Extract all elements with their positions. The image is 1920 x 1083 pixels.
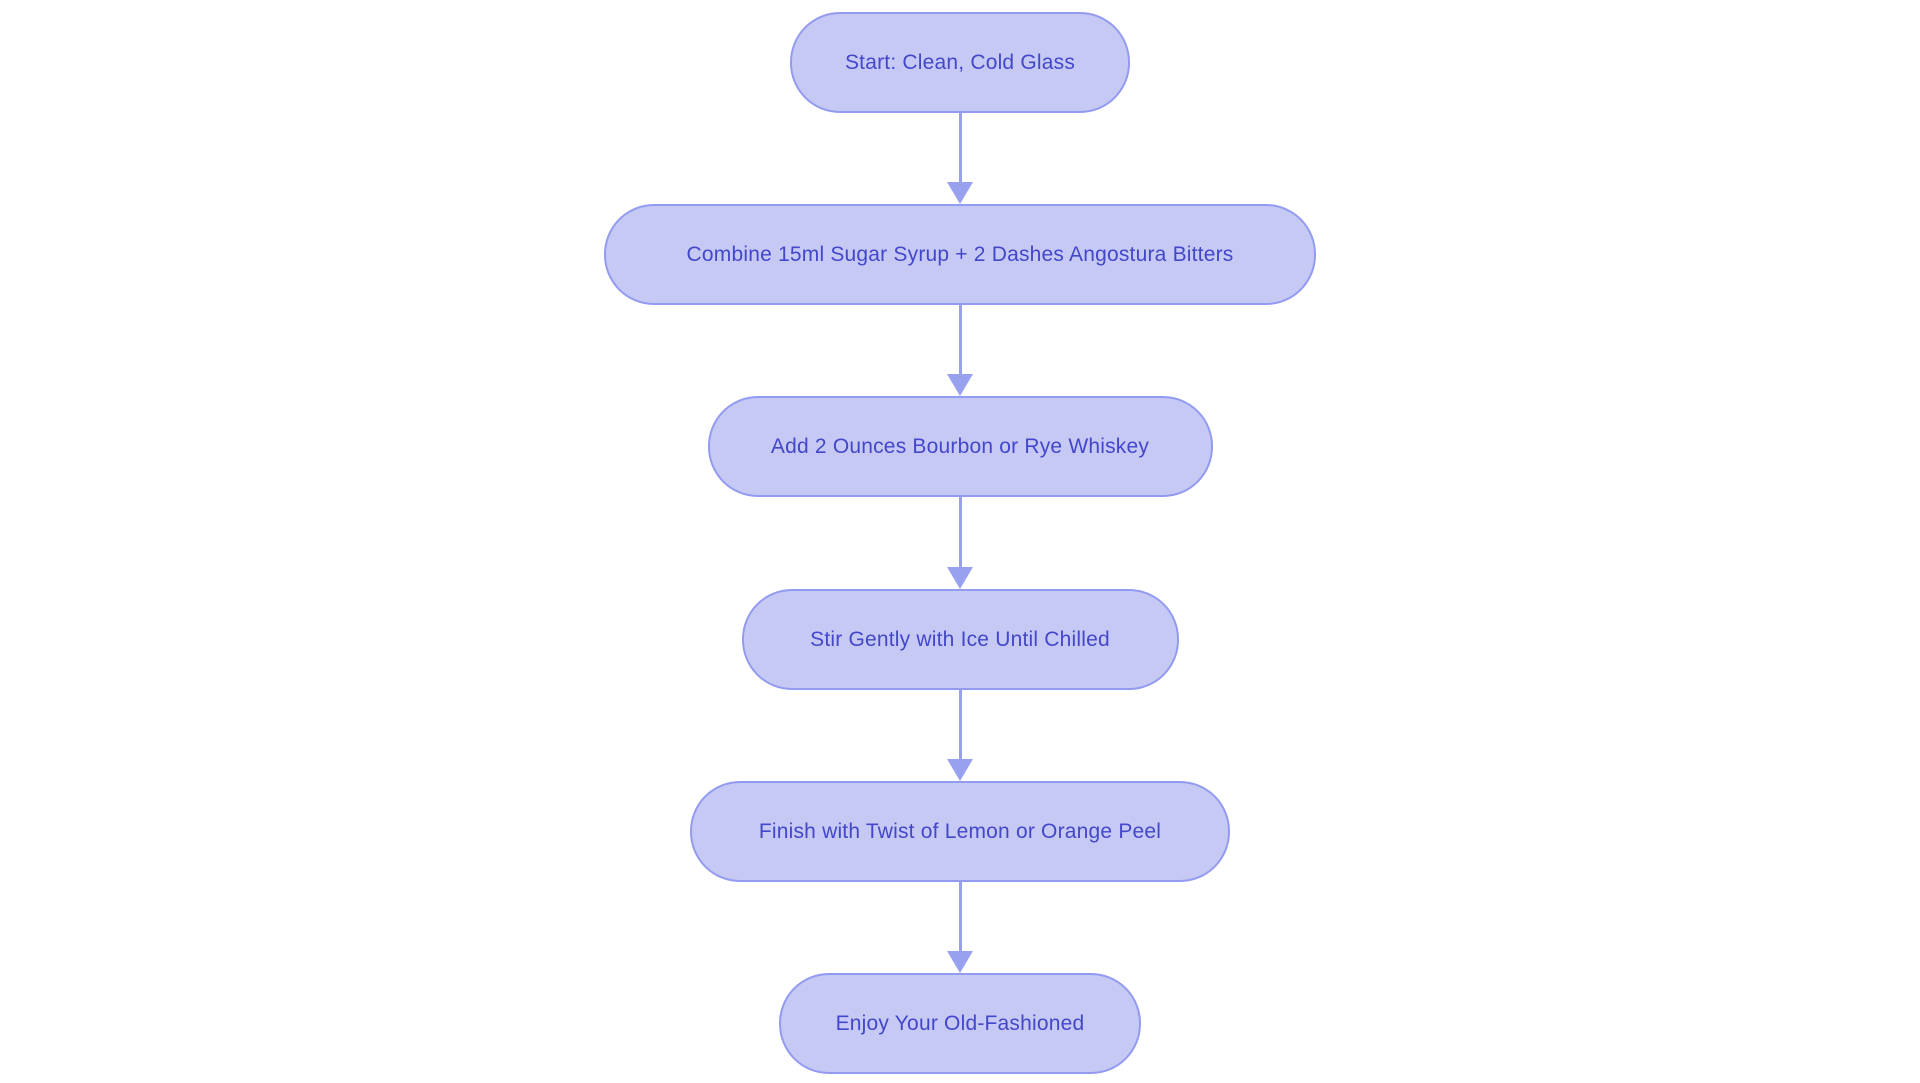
arrowhead-icon xyxy=(947,182,973,204)
edge-line-combine-to-add xyxy=(958,305,962,376)
flow-node-label-stir: Stir Gently with Ice Until Chilled xyxy=(810,627,1110,651)
flow-node-label-add: Add 2 Ounces Bourbon or Rye Whiskey xyxy=(770,434,1150,458)
arrowhead-icon xyxy=(947,374,973,396)
flow-node-enjoy: Enjoy Your Old-Fashioned xyxy=(779,973,1141,1074)
flow-node-label-finish: Finish with Twist of Lemon or Orange Pee… xyxy=(758,819,1162,843)
arrowhead-icon xyxy=(947,567,973,589)
arrowhead-icon xyxy=(947,951,973,973)
edge-line-start-to-combine xyxy=(958,113,962,184)
flow-node-finish: Finish with Twist of Lemon or Orange Pee… xyxy=(690,781,1230,882)
edge-line-stir-to-finish xyxy=(958,690,962,761)
flow-node-stir: Stir Gently with Ice Until Chilled xyxy=(741,589,1179,690)
flow-node-combine: Combine 15ml Sugar Syrup + 2 Dashes Ango… xyxy=(604,204,1316,305)
flow-node-label-combine: Combine 15ml Sugar Syrup + 2 Dashes Ango… xyxy=(686,242,1234,266)
flow-node-label-start: Start: Clean, Cold Glass xyxy=(844,50,1076,74)
flow-node-start: Start: Clean, Cold Glass xyxy=(790,12,1130,113)
edge-line-add-to-stir xyxy=(958,497,962,569)
flow-node-label-enjoy: Enjoy Your Old-Fashioned xyxy=(835,1011,1085,1035)
arrowhead-icon xyxy=(947,759,973,781)
flow-node-add: Add 2 Ounces Bourbon or Rye Whiskey xyxy=(707,396,1213,497)
edge-line-finish-to-enjoy xyxy=(958,882,962,953)
